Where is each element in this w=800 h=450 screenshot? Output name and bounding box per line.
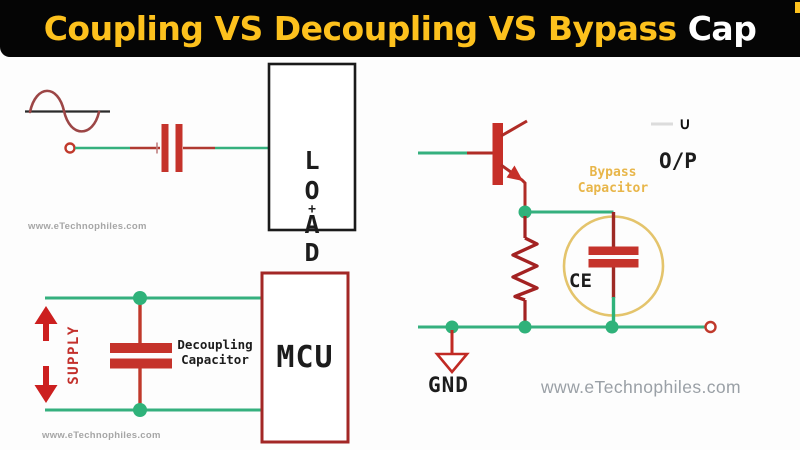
load-box	[267, 62, 357, 232]
bypass-capacitor-plate-bottom	[588, 259, 639, 268]
coupling-capacitor-plate-left	[161, 124, 169, 172]
supply-arrow-down-icon	[34, 366, 58, 403]
load-letter-a: A	[304, 210, 320, 239]
junction-dot	[445, 320, 459, 334]
page-title: Coupling VS Decoupling VS Bypass Cap	[44, 9, 757, 48]
decoupling-circuit	[34, 271, 350, 444]
input-terminal-node	[64, 142, 76, 154]
ac-sine-wave-icon	[28, 89, 101, 133]
ground-symbol-icon	[434, 352, 470, 375]
bypass-capacitor-plate-top	[588, 246, 639, 255]
erased-symbol: ∪	[679, 116, 691, 133]
title-main: Coupling VS Decoupling VS Bypass	[43, 9, 678, 48]
decoupling-capacitor-plate-top	[110, 343, 172, 353]
load-letter-l: L	[304, 146, 320, 175]
emitter-arrow-icon	[506, 165, 523, 181]
supply-arrow-up-icon	[34, 306, 58, 341]
junction-dot	[133, 403, 147, 417]
mcu-box	[260, 271, 350, 444]
output-label: O/P	[659, 149, 697, 173]
watermark-bypass: www.eTechnophiles.com	[541, 377, 742, 397]
transistor-collector-lead	[500, 119, 528, 138]
transistor-body-bar	[492, 123, 503, 185]
bypass-circuit	[418, 119, 717, 375]
title-bar: Coupling VS Decoupling VS Bypass Cap	[0, 0, 800, 57]
mcu-label: MCU	[276, 340, 334, 375]
coupling-circuit	[25, 62, 357, 232]
bypass-label-line2: Capacitor	[577, 181, 649, 197]
decoupling-capacitor-plate-bottom	[110, 358, 172, 369]
supply-label: SUPPLY	[66, 325, 82, 385]
ce-capacitor-label: CE	[569, 270, 592, 292]
watermark-coupling: www.eTechnophiles.com	[28, 221, 147, 232]
watermark-decoupling: www.eTechnophiles.com	[42, 430, 161, 441]
junction-dot	[518, 320, 532, 334]
coupling-capacitor-plate-right	[175, 124, 183, 172]
bypass-capacitor-label: Bypass Capacitor	[564, 165, 662, 198]
junction-dot	[133, 291, 147, 305]
title-accent: Cap	[687, 9, 757, 48]
gnd-label: GND	[428, 373, 469, 397]
load-box-label: L O + A D	[269, 64, 355, 265]
decoupling-capacitor-label: Decoupling Capacitor	[168, 337, 262, 367]
resistor-zigzag-icon	[511, 236, 539, 302]
output-terminal-node	[704, 320, 717, 334]
decoupling-label-line2: Capacitor	[181, 352, 249, 367]
load-plus-mark: +	[308, 202, 316, 217]
load-letter-d: D	[304, 238, 320, 267]
bypass-label-line1: Bypass	[589, 165, 637, 180]
junction-dot	[605, 320, 619, 334]
corner-decoration	[795, 2, 800, 13]
decoupling-label-line1: Decoupling	[177, 337, 253, 352]
load-letter-o: O	[304, 176, 320, 205]
